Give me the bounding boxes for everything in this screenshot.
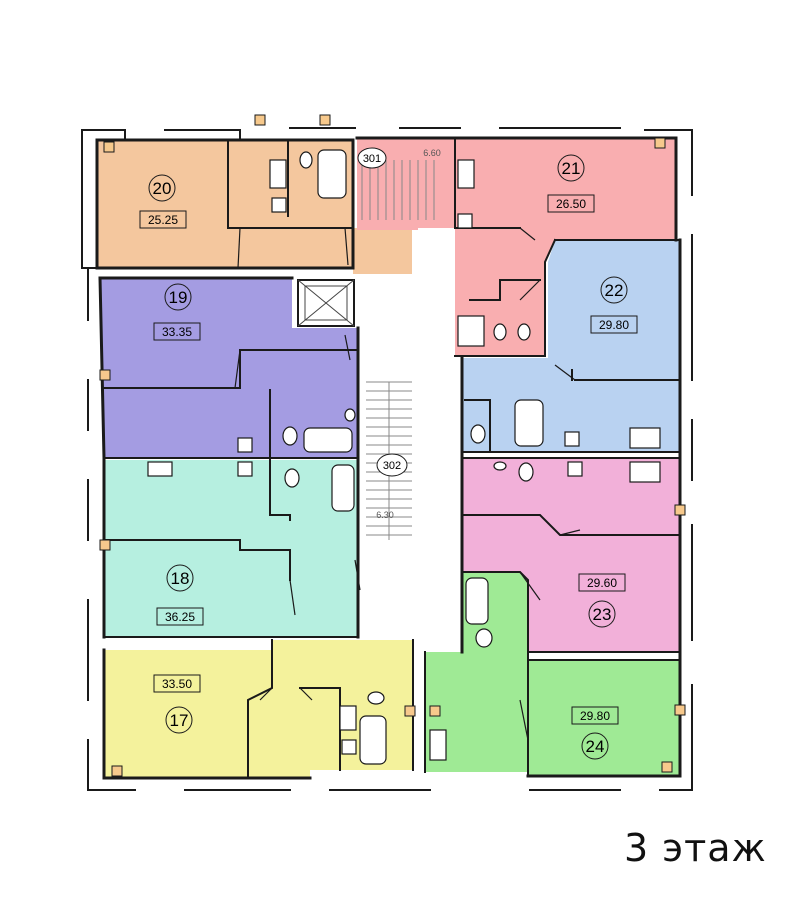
apartment-area-box — [578, 573, 626, 592]
room-301-label: 301 — [363, 153, 381, 165]
apartment-number: 21 — [562, 159, 581, 178]
apartment-area: 29.80 — [599, 318, 629, 332]
apartment-number-circle — [166, 564, 194, 592]
apartment-area-box — [139, 210, 187, 229]
stair-lines — [361, 160, 435, 540]
apartment-area-box — [153, 322, 201, 341]
stair-mark-660: 6.60 — [423, 148, 441, 158]
wall-post — [319, 114, 331, 126]
apartment-number-circle — [600, 276, 628, 304]
wall-post — [661, 761, 673, 773]
wall-post — [429, 705, 441, 717]
apartment-area: 33.50 — [162, 677, 192, 691]
apartment-area: 33.35 — [162, 325, 192, 339]
apt-21-fill[interactable] — [357, 138, 676, 356]
apartment-number: 18 — [171, 569, 190, 588]
common-room-labels: 301 6.60 302 6.30 — [357, 147, 441, 520]
wall-post — [654, 137, 666, 149]
wall-post — [674, 504, 686, 516]
apartment-number-circle — [557, 154, 585, 182]
wall-post — [674, 704, 686, 716]
apartment-area: 25.25 — [148, 213, 178, 227]
apartment-number: 24 — [586, 737, 605, 756]
wall-post — [254, 114, 266, 126]
apartment-number: 23 — [593, 605, 612, 624]
apt-22-fill[interactable] — [462, 240, 680, 452]
apartment-area-box — [590, 315, 638, 334]
stair-mark-630: 6.30 — [376, 510, 394, 520]
room-302-label: 302 — [383, 460, 401, 472]
apartment-number-circle — [588, 600, 616, 628]
wall-post — [111, 765, 123, 777]
apartment-number: 17 — [170, 711, 189, 730]
apartment-area-box — [153, 674, 201, 693]
apartment-area: 29.80 — [580, 709, 610, 723]
apartment-number: 19 — [169, 288, 188, 307]
apartment-area: 29.60 — [587, 576, 617, 590]
structural-posts — [99, 114, 686, 777]
apartment-area-box — [156, 607, 204, 626]
apartment-labels: 20 25.25 21 26.50 22 29.80 19 33.35 18 36.25 23 29.… — [139, 154, 638, 760]
apartment-number: 20 — [153, 179, 172, 198]
apartment-area: 36.25 — [165, 610, 195, 624]
apartment-number-circle — [581, 732, 609, 760]
apt-23-fill[interactable] — [462, 458, 680, 652]
apartment-area-box — [571, 706, 619, 725]
wall-post — [103, 141, 115, 153]
wall-post — [99, 369, 111, 381]
apartment-number-circle — [165, 706, 193, 734]
sanitary-fixtures — [147, 149, 661, 765]
wall-post — [99, 539, 111, 551]
apartment-number-circle — [164, 283, 192, 311]
lift-shaft — [297, 279, 355, 327]
walls — [81, 127, 693, 791]
wall-post — [404, 705, 416, 717]
apartment-number-circle — [148, 174, 176, 202]
floor-title: 3 этаж — [624, 826, 767, 870]
apt-24-fill[interactable] — [425, 572, 680, 776]
apartment-number: 22 — [605, 281, 624, 300]
apartment-area: 26.50 — [556, 197, 586, 211]
apartment-area-box — [547, 194, 595, 213]
apt-18-fill[interactable] — [104, 460, 358, 637]
door-swings — [234, 227, 581, 741]
